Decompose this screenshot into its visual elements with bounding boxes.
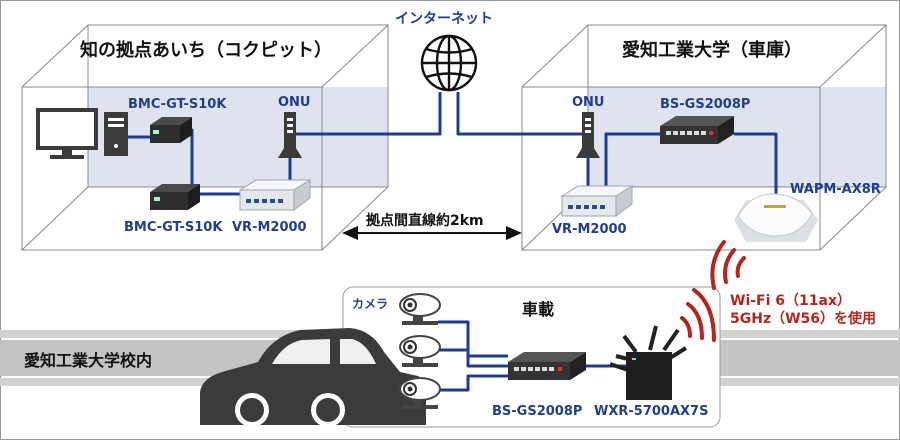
media-converter-top-label: BMC-GT-S10K xyxy=(128,97,227,112)
camera-label: カメラ xyxy=(352,297,389,311)
right-switch-label: BS-GS2008P xyxy=(660,97,751,112)
left-router-label: VR-M2000 xyxy=(232,220,307,235)
right-site-box xyxy=(521,24,887,251)
access-point-label: WAPM-AX8R xyxy=(790,182,881,197)
switch-icon xyxy=(660,116,734,144)
internet-globe-icon xyxy=(420,34,478,92)
car-window-icon xyxy=(272,339,330,364)
left-onu-label: ONU xyxy=(278,95,311,110)
wifi-signal-icon xyxy=(680,288,716,342)
media-converter-icon xyxy=(150,117,192,143)
vehicle-router-label: WXR-5700AX7S xyxy=(594,404,709,419)
left-site-title: 知の拠点あいち（コクピット） xyxy=(80,40,332,61)
distance-arrow xyxy=(342,226,522,240)
router-icon xyxy=(560,185,634,217)
wifi-signal-icon xyxy=(710,240,746,290)
distance-label: 拠点間直線約2km xyxy=(366,213,484,229)
car-window-icon xyxy=(340,339,376,364)
internet-label: インターネット xyxy=(395,11,493,27)
onu-icon xyxy=(576,112,600,158)
left-site-box xyxy=(21,24,389,251)
wifi-note-line2: 5GHz（W56）を使用 xyxy=(730,311,877,327)
pc-tower-icon xyxy=(104,112,128,156)
camera-icon xyxy=(399,335,441,367)
vehicle-title: 車載 xyxy=(522,300,555,319)
vehicle-switch-label: BS-GS2008P xyxy=(492,404,583,419)
router-icon xyxy=(238,179,312,211)
switch-icon xyxy=(508,352,586,380)
camera-icon xyxy=(399,293,441,325)
wifi-note-line1: Wi-Fi 6（11ax） xyxy=(730,293,851,309)
camera-icon xyxy=(399,377,441,409)
right-router-label: VR-M2000 xyxy=(552,222,627,237)
media-converter-bottom-label: BMC-GT-S10K xyxy=(124,220,223,235)
campus-label: 愛知工業大学校内 xyxy=(24,351,153,370)
onu-icon xyxy=(278,112,302,158)
monitor-icon xyxy=(36,108,98,159)
media-converter-icon xyxy=(150,184,200,210)
right-site-title: 愛知工業大学（車庫） xyxy=(622,40,802,61)
wifi-router-icon xyxy=(609,325,688,400)
access-point-icon xyxy=(734,193,818,242)
right-onu-label: ONU xyxy=(572,95,605,110)
